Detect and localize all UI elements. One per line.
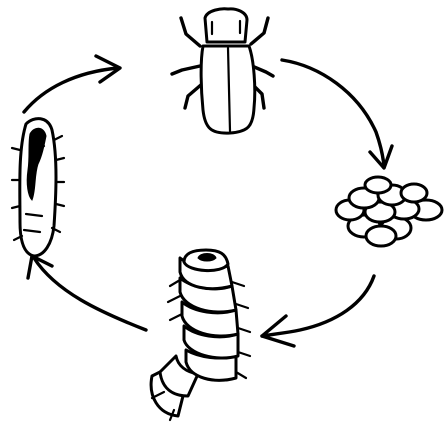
pupa-icon <box>12 119 64 256</box>
arrow-adult-to-eggs <box>282 60 392 168</box>
arrow-eggs-to-larva <box>262 276 374 346</box>
arrow-larva-to-pupa <box>28 256 146 330</box>
arrow-pupa-to-adult <box>24 56 120 112</box>
larva-grub-icon <box>151 250 250 420</box>
egg-cluster-icon <box>336 177 442 246</box>
adult-beetle-icon <box>172 9 273 133</box>
